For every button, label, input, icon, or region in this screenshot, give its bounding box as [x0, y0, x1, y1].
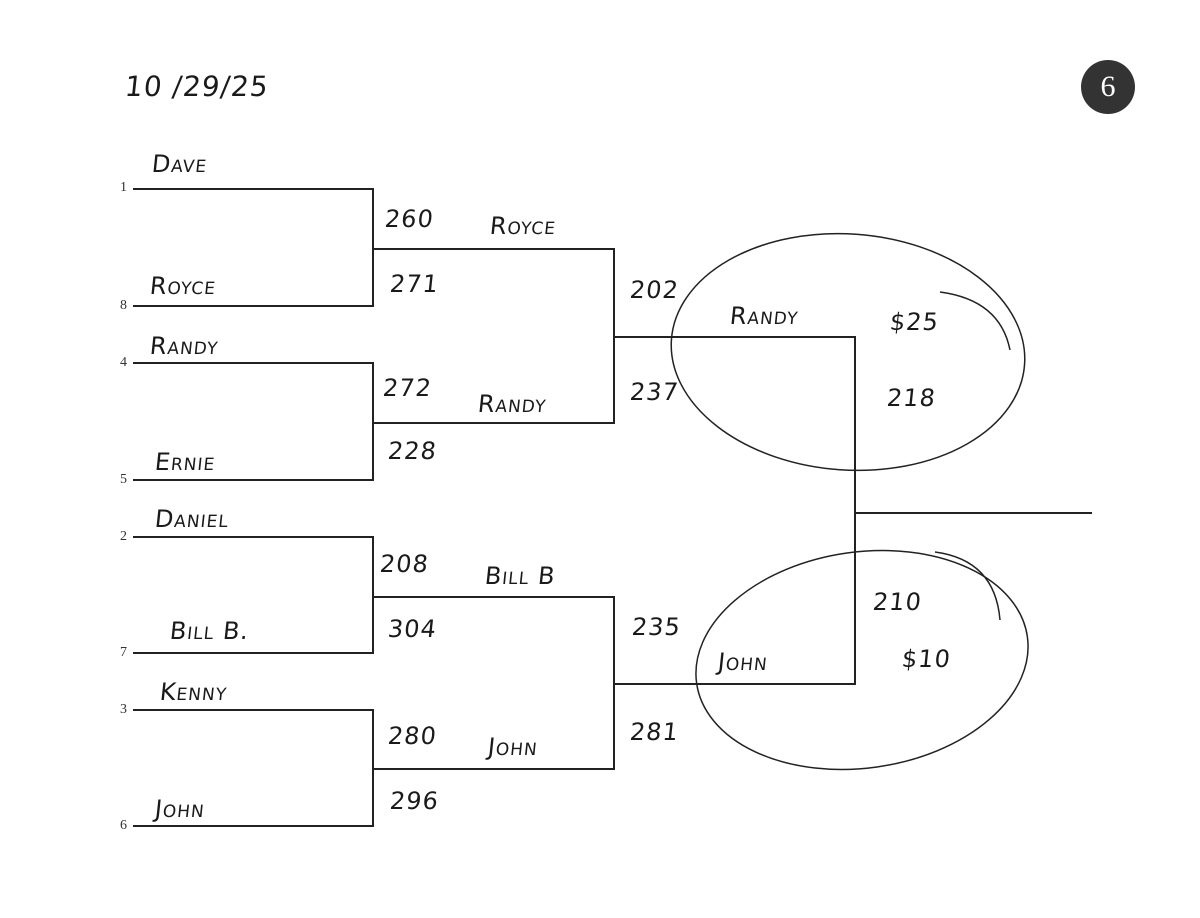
finalist-name: Randy: [728, 302, 801, 330]
score: 235: [630, 613, 683, 641]
player-name: Daniel: [153, 505, 231, 533]
score: 218: [885, 384, 938, 412]
score: 208: [378, 550, 431, 578]
seed-number: 2: [120, 529, 127, 544]
circle-john: [695, 549, 1029, 771]
prize: $10: [900, 645, 953, 673]
score: 228: [386, 437, 439, 465]
score: 237: [628, 378, 681, 406]
circle-randy: [670, 232, 1026, 472]
player-name: Bill B.: [168, 617, 251, 645]
score: 280: [386, 722, 439, 750]
final-lines: [614, 336, 856, 685]
player-name: Royce: [148, 272, 218, 300]
score: 271: [388, 270, 441, 298]
prize: $25: [888, 308, 941, 336]
seed-number: 6: [120, 818, 127, 833]
seed-number: 1: [120, 180, 127, 195]
player-name: Kenny: [158, 678, 229, 706]
seed-number: 4: [120, 355, 127, 370]
player-name: John: [153, 795, 207, 823]
circle-randy-tail: [939, 291, 1011, 351]
match-4-5-lines: [133, 362, 374, 481]
player-name: Randy: [476, 390, 549, 418]
player-name: Ernie: [153, 448, 217, 476]
match-1-8-lines: [133, 188, 374, 307]
player-name: Randy: [148, 332, 221, 360]
score: 296: [388, 787, 441, 815]
score: 281: [628, 718, 681, 746]
finalist-name: John: [716, 648, 770, 676]
seed-number: 5: [120, 472, 127, 487]
date: 10 /29/25: [123, 70, 271, 103]
score: 202: [628, 276, 681, 304]
score: 304: [386, 615, 439, 643]
seed-number: 7: [120, 645, 127, 660]
match-2-7-lines: [133, 536, 374, 654]
page-number-badge: 6: [1081, 60, 1135, 114]
score: 272: [381, 374, 434, 402]
player-name: Bill B: [483, 562, 557, 590]
seed-number: 3: [120, 702, 127, 717]
player-name: Royce: [488, 212, 558, 240]
score: 260: [383, 205, 436, 233]
player-name: Dave: [150, 150, 209, 178]
player-name: John: [486, 733, 540, 761]
seed-number: 8: [120, 298, 127, 313]
score: 210: [871, 588, 924, 616]
circle-john-tail: [934, 551, 1001, 621]
